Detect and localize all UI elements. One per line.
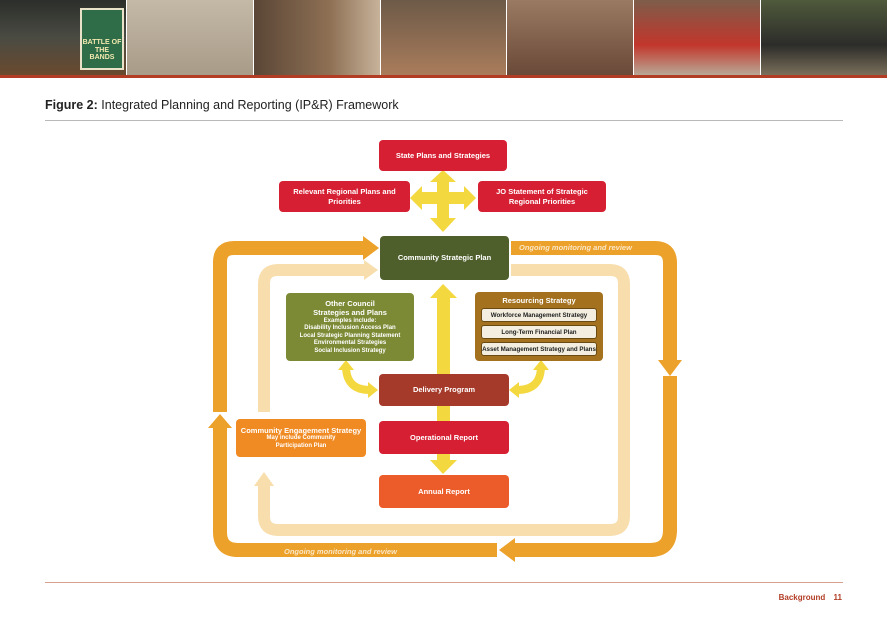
outer-loop-up-arrowhead bbox=[208, 414, 232, 428]
other-council-box: Other Council Strategies and Plans Examp… bbox=[286, 293, 414, 361]
photo-musician bbox=[380, 0, 508, 75]
monitoring-label-bottom: Ongoing monitoring and review bbox=[284, 547, 397, 556]
community-engagement-note: May include Community Participation Plan bbox=[266, 435, 336, 449]
figure-title: Integrated Planning and Reporting (IP&R)… bbox=[101, 98, 399, 112]
jo-statement-box: JO Statement of Strategic Regional Prior… bbox=[478, 181, 606, 212]
caption-rule bbox=[45, 120, 843, 121]
other-council-item: Disability Inclusion Access Plan bbox=[304, 325, 396, 332]
monitoring-label-top: Ongoing monitoring and review bbox=[519, 243, 632, 252]
inner-loop-up-arrowhead bbox=[254, 472, 274, 486]
other-council-examples-label: Examples include: bbox=[323, 317, 377, 324]
photo-dancer bbox=[634, 0, 762, 75]
jo-statement-label: JO Statement of Strategic Regional Prior… bbox=[496, 187, 588, 206]
resourcing-strategy-box: Resourcing Strategy Workforce Management… bbox=[475, 292, 603, 361]
cross-arrow-up bbox=[430, 170, 456, 182]
page-footer: Background 11 bbox=[773, 593, 842, 602]
asset-management-item: Asset Management Strategy and Plans bbox=[481, 342, 597, 357]
footer-section: Background bbox=[778, 593, 826, 602]
photo-library bbox=[253, 0, 381, 75]
center-arrow-down bbox=[430, 460, 457, 474]
cross-arrow-right bbox=[464, 186, 476, 210]
poster-battle-of-the-bands: BATTLE OF THE BANDS bbox=[80, 8, 124, 70]
outer-loop-right-arrow bbox=[515, 376, 677, 557]
photo-henna-art bbox=[507, 0, 635, 75]
community-strategic-plan-box: Community Strategic Plan bbox=[380, 236, 509, 280]
outer-loop-bottom-arrow bbox=[213, 428, 497, 557]
left-curve-arrowhead-right bbox=[368, 382, 378, 398]
right-curve-arrowhead-up bbox=[533, 360, 549, 370]
center-arrow-up bbox=[430, 284, 457, 298]
annual-report-label: Annual Report bbox=[418, 486, 470, 496]
annual-report-box: Annual Report bbox=[379, 475, 509, 508]
community-engagement-box: Community Engagement Strategy May includ… bbox=[236, 419, 366, 457]
outer-loop-left-arrowhead bbox=[499, 538, 515, 562]
right-curve-arrowhead-left bbox=[509, 382, 519, 398]
community-strategic-plan-label: Community Strategic Plan bbox=[397, 253, 492, 263]
community-engagement-title: Community Engagement Strategy bbox=[240, 425, 362, 435]
long-term-financial-plan-item: Long-Term Financial Plan bbox=[481, 325, 597, 340]
other-council-item: Local Strategic Planning Statement bbox=[299, 332, 401, 339]
outer-loop-right-arrowhead bbox=[363, 236, 379, 260]
page-number: 11 bbox=[833, 593, 842, 602]
regional-plans-label: Relevant Regional Plans and Priorities bbox=[293, 187, 396, 206]
other-council-item: Environmental Strategies bbox=[313, 340, 387, 347]
photo-stage-band: BATTLE OF THE BANDS bbox=[0, 0, 127, 75]
banner-rule bbox=[0, 75, 887, 78]
inner-loop-path bbox=[258, 264, 630, 536]
operational-report-box: Operational Report bbox=[379, 421, 509, 454]
outer-loop-down-arrowhead bbox=[658, 360, 682, 376]
figure-label: Figure 2: bbox=[45, 98, 98, 112]
inner-loop-right-arrowhead bbox=[364, 260, 378, 280]
regional-plans-box: Relevant Regional Plans and Priorities bbox=[279, 181, 410, 212]
photo-volunteers bbox=[761, 0, 887, 75]
left-curve-arrowhead-up bbox=[338, 360, 354, 370]
resourcing-strategy-title: Resourcing Strategy bbox=[502, 296, 576, 305]
photo-banner: BATTLE OF THE BANDS bbox=[0, 0, 887, 75]
cross-arrow-horizontal bbox=[420, 192, 466, 204]
inner-loop-left-path bbox=[258, 264, 364, 412]
delivery-program-box: Delivery Program bbox=[379, 374, 509, 406]
operational-report-label: Operational Report bbox=[410, 432, 478, 442]
other-council-title: Other Council Strategies and Plans bbox=[313, 298, 387, 318]
outer-loop-top-arrow bbox=[511, 241, 677, 360]
cross-arrow-down bbox=[430, 218, 456, 232]
workforce-management-item: Workforce Management Strategy bbox=[481, 308, 597, 323]
other-council-item: Social Inclusion Strategy bbox=[314, 347, 386, 354]
delivery-program-label: Delivery Program bbox=[412, 385, 476, 395]
photo-skate-park bbox=[126, 0, 254, 75]
outer-loop-left-arrow bbox=[213, 241, 363, 412]
poster-text: BATTLE OF THE BANDS bbox=[82, 38, 122, 62]
figure-caption: Figure 2: Integrated Planning and Report… bbox=[45, 98, 399, 112]
state-plans-label: State Plans and Strategies bbox=[395, 150, 491, 160]
state-plans-box: State Plans and Strategies bbox=[379, 140, 507, 171]
cross-arrow-left bbox=[410, 186, 422, 210]
footer-rule bbox=[45, 582, 843, 583]
